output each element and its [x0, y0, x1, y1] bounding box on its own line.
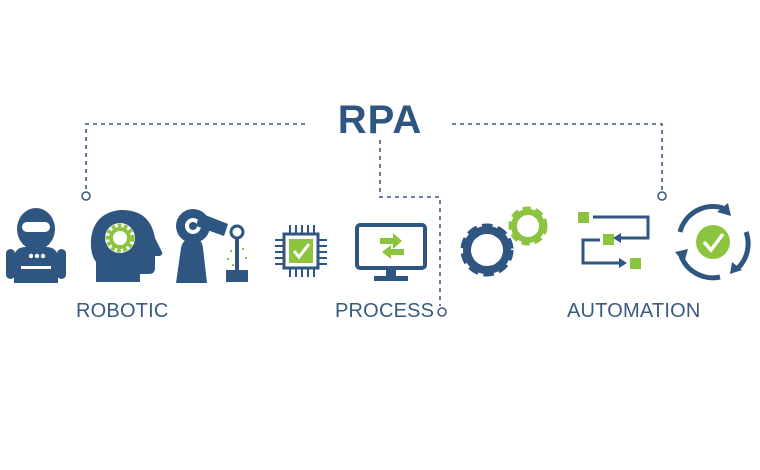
robot-icon: [6, 208, 66, 283]
label-automation: AUTOMATION: [567, 300, 701, 322]
node-right: [657, 191, 667, 201]
connector-center: [379, 140, 441, 306]
monitor-transfer-icon: [355, 223, 427, 281]
process-flow-icon: [578, 212, 650, 269]
head-gear-icon: [90, 209, 163, 282]
connector-left: [85, 123, 305, 193]
diagram-title: RPA: [337, 98, 423, 142]
robotic-arm-icon: [176, 209, 248, 283]
connector-nodes: [81, 191, 667, 317]
label-robotic: ROBOTIC: [76, 300, 169, 322]
label-process: PROCESS: [335, 300, 435, 322]
cycle-check-icon: [675, 203, 751, 281]
gears-icon: [460, 206, 548, 277]
connector-right: [452, 123, 663, 193]
node-left: [81, 191, 91, 201]
chip-check-icon: [275, 225, 327, 277]
node-center: [437, 307, 447, 317]
connector-lines: [85, 123, 663, 306]
